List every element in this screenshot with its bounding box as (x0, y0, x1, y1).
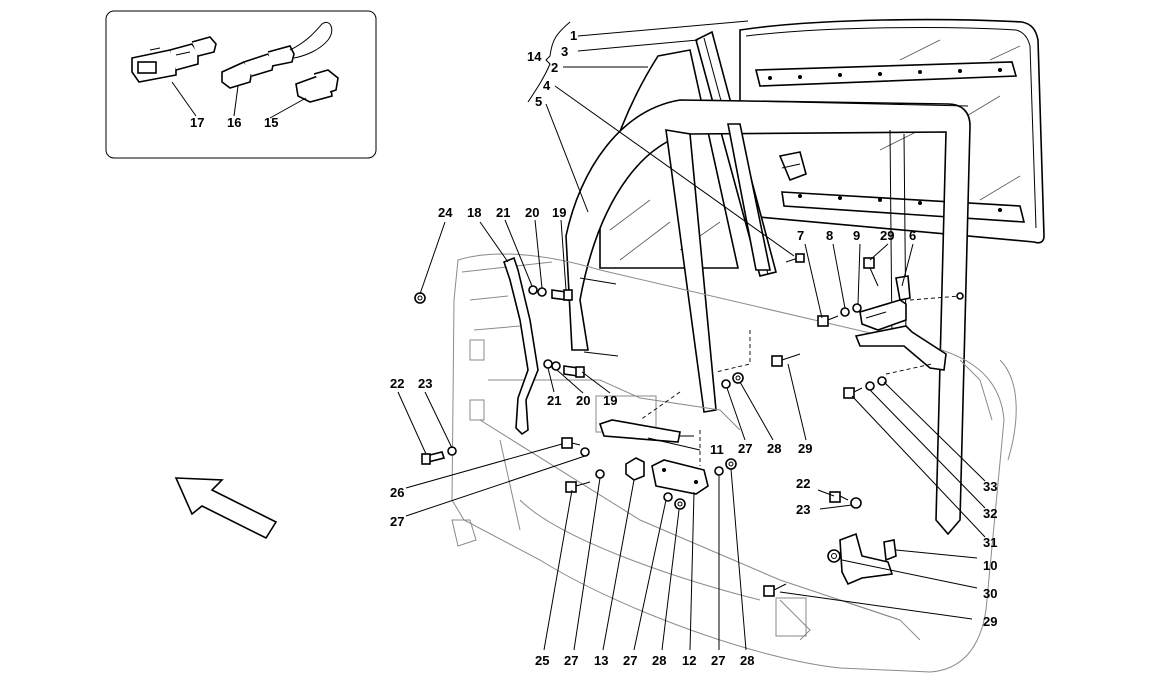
washer-30-icon (827, 549, 841, 563)
callout-32: 32 (983, 506, 997, 521)
front-bracket (854, 275, 947, 371)
plate-bracket-12 (651, 459, 709, 495)
washer-23-right-icon (850, 497, 862, 509)
callout-28-b2: 28 (740, 653, 754, 668)
connector-17 (131, 36, 217, 83)
callout-27-mid: 27 (738, 441, 752, 456)
callout-9: 9 (853, 228, 860, 243)
nut-28-c-icon (732, 372, 744, 384)
callout-10: 10 (983, 558, 997, 573)
callout-29-top: 29 (880, 228, 894, 243)
bolt-22-left-icon (421, 451, 446, 465)
callout-3: 3 (561, 44, 568, 59)
washer-33-icon (877, 376, 887, 386)
bolt-29-top-icon (863, 257, 879, 287)
callout-27-b3: 27 (711, 653, 725, 668)
washer-27-a-icon (580, 447, 590, 457)
callout-22-right: 22 (796, 476, 810, 491)
bolt-29-mid-icon (771, 353, 801, 367)
bolt-19-upper-icon (551, 289, 573, 301)
washer-20-lower-icon (551, 361, 561, 371)
callout-5: 5 (535, 94, 542, 109)
leader-lines (397, 20, 986, 651)
direction-arrow-icon (174, 477, 278, 540)
guide-bracket (503, 256, 539, 436)
channel-bracket-11 (598, 419, 694, 443)
fasteners (414, 253, 964, 597)
callout-27-left: 27 (390, 514, 404, 529)
callout-20-mid: 20 (576, 393, 590, 408)
callout-29-low: 29 (983, 614, 997, 629)
callout-21-top: 21 (496, 205, 510, 220)
washer-27-e-icon (721, 379, 731, 389)
callout-18: 18 (467, 205, 481, 220)
callout-23-left: 23 (418, 376, 432, 391)
callout-33: 33 (983, 479, 997, 494)
callout-6: 6 (909, 228, 916, 243)
washer-27-d-icon (714, 466, 724, 476)
callout-12: 12 (682, 653, 696, 668)
washer-27-b-icon (595, 469, 605, 479)
washer-21-lower-icon (543, 359, 553, 369)
callout-19-mid: 19 (603, 393, 617, 408)
callout-15: 15 (264, 115, 278, 130)
callout-21-mid: 21 (547, 393, 561, 408)
callout-30: 30 (983, 586, 997, 601)
bolt-7-icon (817, 315, 839, 327)
callout-19-top: 19 (552, 205, 566, 220)
callout-8: 8 (826, 228, 833, 243)
pin-icon (956, 292, 964, 300)
callout-26: 26 (390, 485, 404, 500)
clip-bracket-13 (625, 457, 645, 481)
bolt-26-icon (561, 437, 581, 449)
bolt-31-icon (843, 387, 863, 399)
callout-4: 4 (543, 78, 551, 93)
callout-23-right: 23 (796, 502, 810, 517)
nut-28-b-icon (725, 458, 737, 470)
connector-16 (221, 22, 333, 89)
nut-24-icon (414, 292, 426, 304)
callout-14: 14 (527, 49, 542, 64)
assembly-lines (639, 295, 961, 466)
bolt-25-icon (565, 481, 591, 493)
window-frame (565, 99, 971, 536)
washer-32-icon (865, 381, 875, 391)
washer-9-icon (852, 303, 862, 313)
callout-28-b1: 28 (652, 653, 666, 668)
callout-1: 1 (570, 28, 577, 43)
callout-28-mid: 28 (767, 441, 781, 456)
callout-2: 2 (551, 60, 558, 75)
bolt-19-lower-icon (563, 365, 585, 378)
connector-15 (295, 69, 339, 103)
callout-labels: 1 3 14 2 4 5 17 16 15 24 18 21 20 19 7 8… (190, 28, 997, 668)
bolt-29-low-icon (763, 583, 787, 597)
callout-29-mid: 29 (798, 441, 812, 456)
washer-8-icon (840, 307, 850, 317)
bolt-4-icon (785, 253, 805, 263)
callout-17: 17 (190, 115, 204, 130)
lower-bracket (839, 532, 897, 586)
callout-31: 31 (983, 535, 997, 550)
callout-24: 24 (438, 205, 453, 220)
washer-23-left-icon (447, 446, 457, 456)
callout-7: 7 (797, 228, 804, 243)
washer-20-upper-icon (537, 287, 547, 297)
washer-27-c-icon (663, 492, 673, 502)
callout-11: 11 (710, 442, 724, 457)
callout-16: 16 (227, 115, 241, 130)
callout-25: 25 (535, 653, 549, 668)
group-brace-14 (527, 21, 571, 103)
callout-20-top: 20 (525, 205, 539, 220)
callout-13: 13 (594, 653, 608, 668)
washer-21-upper-icon (528, 285, 538, 295)
bolt-22-right-icon (829, 491, 849, 503)
callout-27-b2: 27 (623, 653, 637, 668)
callout-22-left: 22 (390, 376, 404, 391)
nut-28-a-icon (674, 498, 686, 510)
connector-inset (105, 10, 377, 159)
callout-27-b1: 27 (564, 653, 578, 668)
